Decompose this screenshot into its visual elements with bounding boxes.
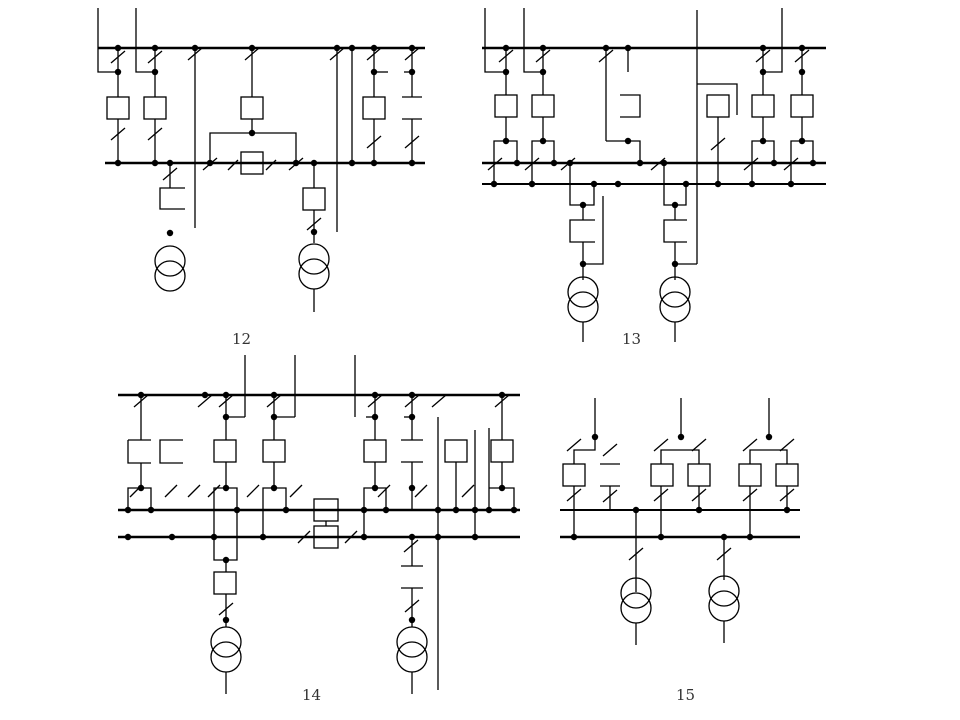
transformer-winding — [210, 626, 242, 658]
disconnector — [620, 94, 641, 118]
circuit-breaker — [738, 463, 762, 487]
transformer-winding — [154, 260, 186, 292]
circuit-breaker — [106, 96, 130, 120]
circuit-breaker — [143, 96, 167, 120]
scheme-label-12: 12 — [232, 330, 252, 348]
bus-coupler-breaker — [240, 96, 264, 120]
scheme-label-13: 13 — [622, 330, 642, 348]
disconnector — [663, 219, 687, 243]
scheme-12 — [97, 8, 425, 312]
scheme-label-15: 15 — [676, 686, 696, 704]
circuit-breaker — [790, 94, 814, 118]
disconnector — [159, 439, 183, 464]
circuit-breaker — [362, 96, 386, 120]
transformer-winding — [154, 245, 186, 277]
circuit-breaker — [490, 439, 514, 463]
scheme-15 — [560, 398, 800, 645]
circuit-breaker — [751, 94, 775, 118]
circuit-breaker — [302, 187, 326, 211]
transformer-winding — [298, 243, 330, 275]
transformer-winding — [620, 577, 652, 609]
circuit-breaker — [444, 439, 468, 463]
scheme-14 — [118, 355, 520, 694]
circuit-breaker — [531, 94, 555, 118]
section-breaker — [240, 151, 264, 175]
circuit-breaker — [494, 94, 518, 118]
circuit-breaker — [363, 439, 387, 463]
transformer-winding — [708, 575, 740, 607]
circuit-breaker — [262, 439, 286, 463]
transformer-winding — [659, 276, 691, 308]
transformer-winding — [567, 276, 599, 308]
scheme-13 — [482, 8, 826, 342]
circuit-breaker — [687, 463, 711, 487]
circuit-breaker — [213, 571, 237, 595]
line-feeder — [135, 8, 155, 73]
circuit-breaker — [650, 463, 674, 487]
line-feeder — [97, 8, 118, 73]
circuit-breaker — [213, 439, 237, 463]
scheme-label-14: 14 — [302, 686, 322, 704]
circuit-breaker — [706, 94, 730, 118]
disconnector — [127, 440, 151, 464]
transformer-winding — [396, 626, 428, 658]
circuit-breaker — [775, 463, 799, 487]
circuit-breaker — [562, 463, 586, 487]
disconnector — [569, 219, 595, 243]
disconnector — [159, 187, 185, 210]
